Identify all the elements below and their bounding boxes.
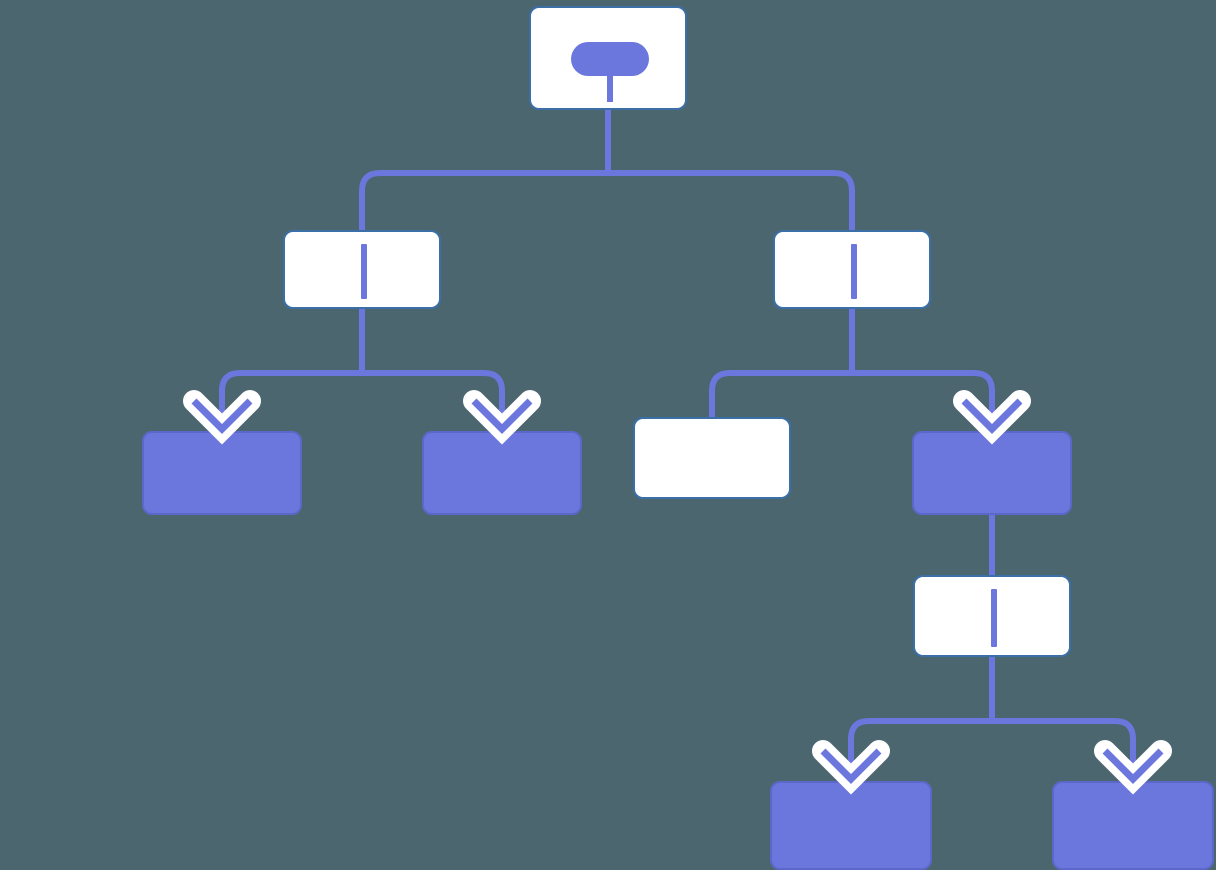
node-n3[interactable] [773,230,931,309]
node-content-placeholder-stem [607,76,613,102]
node-n6[interactable] [633,417,791,499]
node-content-placeholder-line [991,589,997,647]
node-n8[interactable] [913,575,1071,657]
node-n10[interactable] [1052,781,1214,870]
node-n9[interactable] [770,781,932,870]
node-n7[interactable] [912,431,1072,515]
node-content-placeholder-line [851,244,857,299]
node-content-placeholder-pill [571,42,649,76]
node-n1[interactable] [529,6,687,110]
node-n4[interactable] [142,431,302,515]
node-content-placeholder-line [361,244,367,299]
node-n5[interactable] [422,431,582,515]
node-n2[interactable] [283,230,441,309]
